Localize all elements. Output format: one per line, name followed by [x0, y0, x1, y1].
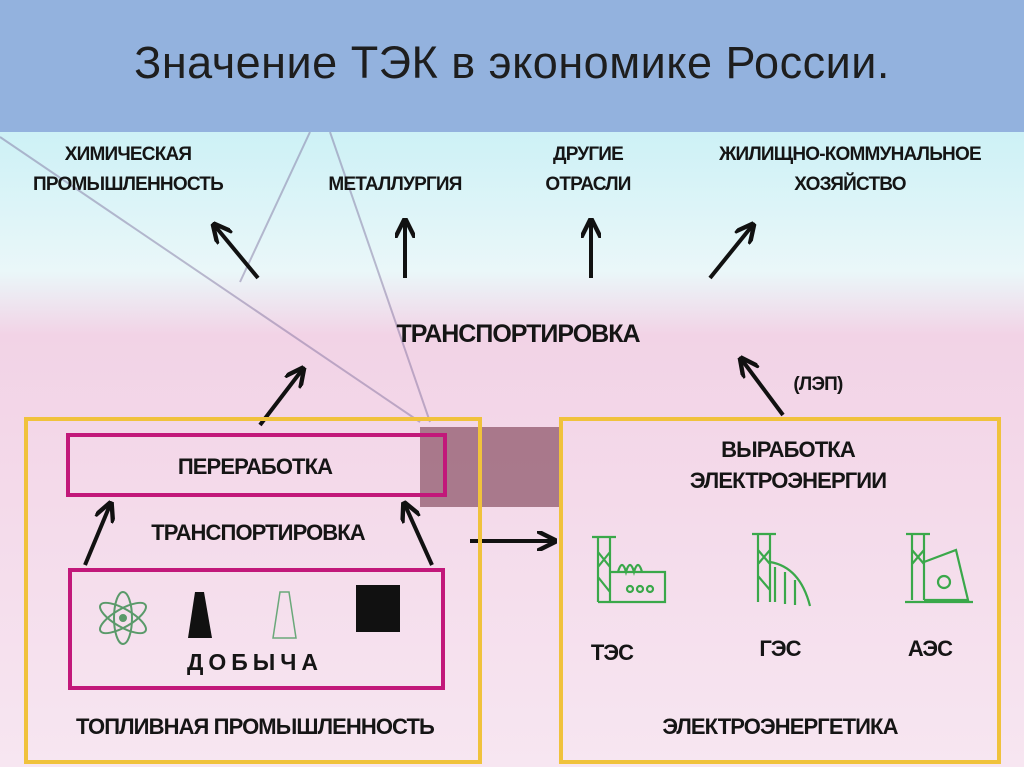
nuclear-plant-icon	[905, 532, 973, 604]
transport-main-label: ТРАНСПОРТИРОВКА	[396, 320, 640, 348]
processing-box	[66, 433, 447, 497]
consumer-chemical: ХИМИЧЕСКАЯ ПРОМЫШЛЕННОСТЬ	[33, 144, 224, 195]
plant-label-ges: ГЭС	[759, 636, 801, 661]
hydro-plant-icon	[752, 532, 812, 607]
power-industry-title: ЭЛЕКТРОЭНЕРГЕТИКА	[662, 714, 898, 739]
arrow-icon	[258, 370, 302, 427]
consumer-label: ОТРАСЛИ	[545, 174, 630, 195]
tek-diagram: ХИМИЧЕСКАЯ ПРОМЫШЛЕННОСТЬ МЕТАЛЛУРГИЯ ДР…	[0, 132, 1024, 767]
background-lines	[0, 132, 431, 423]
atom-icon	[99, 591, 147, 645]
fuel-industry-title: ТОПЛИВНАЯ ПРОМЫШЛЕННОСТЬ	[76, 714, 435, 739]
processing-label: ПЕРЕРАБОТКА	[178, 454, 333, 479]
consumer-label: ДРУГИЕ	[553, 144, 623, 165]
consumer-housing: ЖИЛИЩНО-КОММУНАЛЬНОЕ ХОЗЯЙСТВО	[718, 144, 982, 195]
arrow-icon	[215, 226, 260, 280]
generation-label: ЭЛЕКТРОЭНЕРГИИ	[690, 468, 886, 493]
arrow-icon	[405, 505, 434, 566]
generation-label: ВЫРАБОТКА	[721, 437, 856, 462]
consumer-metallurgy: МЕТАЛЛУРГИЯ	[328, 174, 462, 195]
fuel-transport-label: ТРАНСПОРТИРОВКА	[151, 520, 366, 545]
fuel-industry-frame	[24, 417, 482, 764]
consumer-other: ДРУГИЕ ОТРАСЛИ	[545, 144, 631, 195]
thermal-plant-icon	[592, 535, 667, 604]
arrow-icon	[742, 360, 785, 417]
consumer-label: ХИМИЧЕСКАЯ	[65, 144, 192, 165]
power-lines-label: (ЛЭП)	[793, 374, 843, 395]
extraction-box	[68, 568, 445, 690]
plant-label-aes: АЭС	[908, 636, 953, 661]
arrow-icon	[83, 505, 110, 566]
extraction-label: ДОБЫЧА	[187, 649, 323, 675]
consumer-label: ПРОМЫШЛЕННОСТЬ	[33, 174, 223, 195]
power-industry-frame	[559, 417, 1001, 764]
slide-title: Значение ТЭК в экономике России.	[134, 37, 890, 88]
consumer-label: МЕТАЛЛУРГИЯ	[328, 174, 461, 195]
arrow-icon	[708, 226, 752, 280]
consumer-label: ХОЗЯЙСТВО	[794, 173, 905, 195]
plant-label-tes: ТЭС	[591, 640, 634, 665]
consumer-label: ЖИЛИЩНО-КОММУНАЛЬНОЕ	[718, 144, 981, 165]
coal-icon	[356, 585, 400, 632]
gas-icon	[272, 591, 297, 639]
oil-icon	[188, 592, 212, 638]
slide-header: Значение ТЭК в экономике России.	[0, 0, 1024, 132]
arrows	[83, 222, 785, 566]
